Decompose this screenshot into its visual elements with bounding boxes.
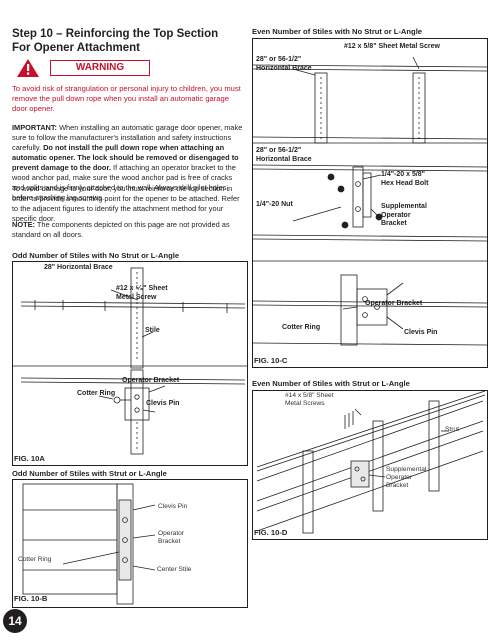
fig-d-strut-label: Strut — [445, 426, 459, 433]
step-title-line-1: Step 10 – Reinforcing the Top Section — [12, 28, 219, 40]
note-lead: NOTE: — [12, 220, 35, 229]
fig-c-brace-mid-label: 28" or 56-1/2" Horizontal Brace — [256, 147, 312, 164]
warning-triangle-icon — [17, 59, 39, 77]
important-bold: Do not install the pull down rope when a… — [12, 143, 239, 172]
fig-c-brace-top-line-2: Horizontal Brace — [256, 64, 312, 72]
fig-a-brace-label: 28" Horizontal Brace — [44, 264, 113, 271]
fig-c-nut-label: 1/4"-20 Nut — [256, 201, 293, 208]
fig-c-cotter-ring-label: Cotter Ring — [282, 324, 321, 331]
fig-c-label: FIG. 10-C — [254, 356, 288, 365]
fig-b-drawing — [22, 483, 156, 605]
fig-b-frame — [12, 479, 248, 608]
fig-d-screws-line-2: Metal Screws — [285, 400, 325, 407]
fig-d-supp-bracket-line-1: Supplemental — [386, 466, 427, 473]
fig-c-drawing — [253, 56, 487, 346]
warning-label: WARNING — [50, 60, 150, 76]
fig-a-drawing — [13, 267, 247, 455]
note-text: The components depicted on this page are… — [12, 220, 230, 239]
fig-d-screws-line-1: #14 x 5/8" Sheet — [285, 392, 334, 399]
fig-c-clevis-pin-label: Clevis Pin — [404, 329, 438, 336]
fig-c-screw-label: #12 x 5/8" Sheet Metal Screw — [344, 43, 440, 50]
fig-c-brace-mid-line-2: Horizontal Brace — [256, 155, 312, 163]
fig-c-frame — [252, 38, 488, 368]
fig-c-hex-bolt-line-1: 1/4"-20 x 5/8" — [381, 171, 425, 178]
fig-a-frame — [12, 261, 248, 466]
fig-a-screw-label: #12 x ⁵⁄₈" Sheet Metal Screw — [116, 285, 168, 302]
reinforce-paragraph: To avoid damage to your door, you must r… — [12, 184, 240, 223]
important-lead: IMPORTANT: — [12, 123, 58, 132]
fig-c-brace-mid-line-1: 28" or 56-1/2" — [256, 147, 302, 154]
fig-a-clevis-pin-label: Clevis Pin — [146, 400, 180, 407]
fig-d-supp-bracket-line-2: Operator — [386, 474, 413, 481]
page-number: 14 — [3, 609, 27, 633]
fig-d-supp-bracket-line-3: Bracket — [386, 482, 409, 489]
fig-b-cotter-ring-label: Cotter Ring — [18, 556, 52, 563]
fig-b-label: FIG. 10-B — [14, 594, 48, 603]
fig-d-drawing — [256, 391, 486, 534]
fig-b-heading: Odd Number of Stiles with Strut or L-Ang… — [12, 469, 167, 478]
step-title: Step 10 – Reinforcing the Top Section Fo… — [12, 27, 232, 55]
fig-c-supp-bracket-label: Supplemental Operator Bracket — [381, 203, 427, 229]
fig-c-hex-bolt-line-2: Hex Head Bolt — [381, 179, 429, 187]
fig-b-operator-bracket-label-line-2: Bracket — [158, 538, 181, 545]
warning-text: To avoid risk of strangulation or person… — [12, 84, 241, 113]
fig-a-stile-label: Stile — [145, 327, 160, 334]
fig-b-operator-bracket-label-line-1: Operator — [158, 530, 185, 537]
fig-b-operator-bracket-label: Operator Bracket — [158, 530, 184, 546]
fig-c-supp-bracket-line-2: Operator — [381, 211, 411, 219]
fig-d-label: FIG. 10-D — [254, 528, 288, 537]
important-paragraph: IMPORTANT: When installing an automatic … — [12, 123, 244, 203]
fig-a-screw-label-line-2: Metal Screw — [116, 293, 157, 301]
fig-c-brace-top-label: 28" or 56-1/2" Horizontal Brace — [256, 56, 312, 73]
fig-b-center-stile-label: Center Stile — [157, 566, 192, 573]
fig-a-heading: Odd Number of Stiles with No Strut or L-… — [12, 251, 180, 260]
fig-a-screw-label-line-1: #12 x ⁵⁄₈" Sheet — [116, 285, 168, 292]
fig-d-supp-bracket-label: Supplemental Operator Bracket — [386, 466, 426, 490]
fig-c-heading: Even Number of Stiles with No Strut or L… — [252, 27, 423, 36]
fig-c-supp-bracket-line-3: Bracket — [381, 220, 407, 227]
fig-c-supp-bracket-line-1: Supplemental — [381, 203, 427, 210]
important-text-1: When installing an automatic garage door… — [12, 123, 243, 152]
fig-a-cotter-ring-label: Cotter Ring — [77, 390, 116, 397]
note-paragraph: NOTE: The components depicted on this pa… — [12, 220, 244, 240]
fig-d-heading: Even Number of Stiles with Strut or L-An… — [252, 379, 410, 388]
fig-c-hex-bolt-label: 1/4"-20 x 5/8" Hex Head Bolt — [381, 171, 428, 188]
important-text-2: If attaching an operator bracket to the … — [12, 163, 236, 202]
fig-c-brace-top-line-1: 28" or 56-1/2" — [256, 56, 302, 63]
warning-header: WARNING — [12, 58, 212, 78]
fig-d-frame — [252, 390, 488, 540]
fig-c-operator-bracket-label: Operator Bracket — [365, 300, 423, 307]
fig-a-label: FIG. 10A — [14, 454, 45, 463]
fig-b-clevis-pin-label: Clevis Pin — [158, 503, 188, 510]
fig-d-screws-label: #14 x 5/8" Sheet Metal Screws — [285, 392, 334, 408]
fig-a-operator-bracket-label: Operator Bracket — [122, 377, 180, 384]
step-title-line-2: For Opener Attachment — [12, 42, 141, 54]
